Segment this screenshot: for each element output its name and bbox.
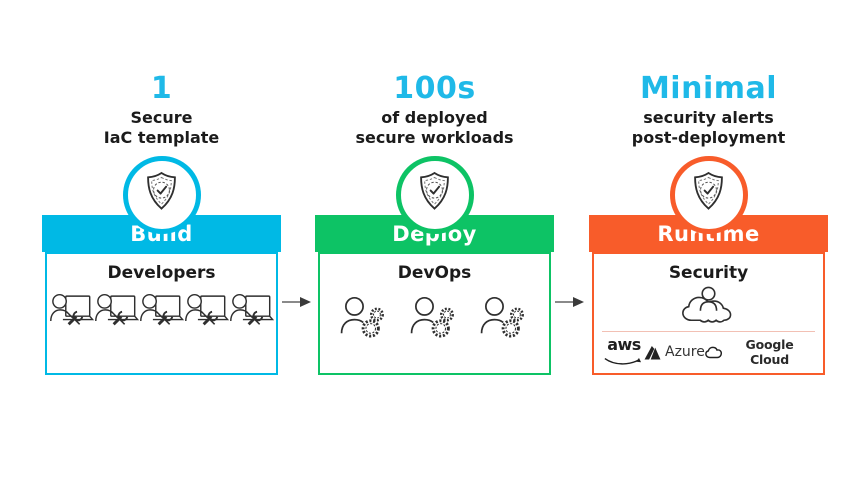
team-label: DevOps bbox=[397, 263, 472, 283]
stage-column-runtime: Minimal security alerts post-deployment … bbox=[589, 60, 828, 380]
stat-runtime: Minimal security alerts post-deployment bbox=[592, 72, 825, 148]
stage-column-deploy: 100s of deployed secure workloads Deploy… bbox=[315, 60, 554, 380]
shield-check-icon bbox=[147, 171, 176, 210]
stat-value: 100s bbox=[393, 71, 476, 106]
shield-check-badge bbox=[395, 156, 474, 234]
developer-at-laptop-with-wrench-icon bbox=[184, 293, 229, 326]
stat-caption: security alerts post-deployment bbox=[631, 108, 786, 147]
provider-divider bbox=[602, 331, 815, 332]
aws-logo-text: aws bbox=[607, 335, 641, 354]
azure-logo-text: Azure bbox=[665, 344, 705, 360]
google-cloud-logo: Google Cloud bbox=[705, 337, 813, 367]
shield-check-icon bbox=[694, 171, 723, 210]
shield-check-badge bbox=[122, 156, 201, 234]
security-icon-row bbox=[594, 285, 823, 327]
shield-check-badge bbox=[669, 156, 748, 234]
azure-logo: Azure bbox=[644, 344, 705, 360]
google-cloud-logo-text: Google Cloud bbox=[745, 337, 794, 367]
devops-icon-row bbox=[320, 294, 549, 338]
stage-header-runtime: Runtime bbox=[589, 215, 828, 252]
stat-deploy: 100s of deployed secure workloads bbox=[318, 72, 551, 148]
stat-caption: of deployed secure workloads bbox=[355, 108, 514, 147]
stat-caption: Secure IaC template bbox=[103, 108, 220, 147]
person-with-gears-icon bbox=[480, 296, 524, 338]
person-with-gears-icon bbox=[340, 296, 384, 338]
aws-smile-icon bbox=[604, 357, 642, 365]
cloud-provider-logos: aws Azure Google Cloud bbox=[594, 332, 823, 367]
stage-body-deploy: DevOps bbox=[318, 252, 551, 375]
azure-icon bbox=[644, 345, 661, 360]
team-label: Security bbox=[668, 263, 749, 283]
developer-at-laptop-with-wrench-icon bbox=[49, 293, 94, 326]
developer-at-laptop-with-wrench-icon bbox=[139, 293, 184, 326]
stage-body-runtime: Security aws Azure Google Cloud bbox=[592, 252, 825, 375]
stat-value: Minimal bbox=[639, 71, 778, 106]
team-label: Developers bbox=[107, 263, 216, 283]
shield-check-icon bbox=[420, 171, 449, 210]
developer-icon-row bbox=[47, 291, 276, 328]
developer-at-laptop-with-wrench-icon bbox=[229, 293, 274, 326]
flow-arrow bbox=[282, 297, 311, 307]
developer-at-laptop-with-wrench-icon bbox=[94, 293, 139, 326]
cloud-with-person-icon bbox=[682, 286, 732, 323]
person-with-gears-icon bbox=[410, 296, 454, 338]
aws-logo: aws bbox=[604, 337, 644, 367]
stat-build: 1 Secure IaC template bbox=[45, 72, 278, 148]
flow-arrow bbox=[555, 297, 584, 307]
stage-body-build: Developers bbox=[45, 252, 278, 375]
google-cloud-icon bbox=[705, 346, 722, 358]
stage-column-build: 1 Secure IaC template Build Developers bbox=[42, 60, 281, 380]
stat-value: 1 bbox=[150, 71, 173, 106]
